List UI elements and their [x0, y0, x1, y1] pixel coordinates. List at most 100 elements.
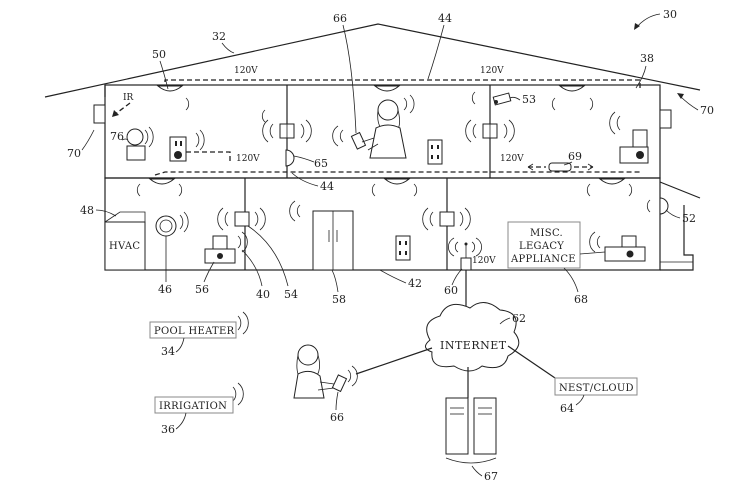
server-icon	[445, 397, 469, 455]
ref-44-upper: 44	[438, 12, 452, 25]
ref-76: 76	[110, 130, 124, 143]
thermostat-icon	[155, 215, 177, 237]
ref-53: 53	[522, 93, 536, 106]
security-camera	[492, 92, 512, 106]
pool-heater-label: POOL HEATER	[154, 326, 235, 337]
legacy-appliance-box	[507, 221, 581, 269]
voltage-label: 120V	[234, 66, 258, 76]
ceiling-light-icon	[156, 85, 184, 92]
ref-66-lower: 66	[330, 411, 344, 424]
person-body-icon	[293, 370, 325, 399]
smart-plug-69	[527, 162, 594, 172]
phone-link	[355, 347, 433, 375]
outlet-lower-right	[604, 235, 646, 262]
outlet-icon	[632, 129, 648, 149]
smart-plug-icon	[174, 151, 182, 159]
sensor-icon	[234, 211, 250, 227]
server-icon	[473, 397, 497, 455]
ref-67: 67	[484, 470, 498, 483]
ref-70-right: 70	[700, 104, 714, 117]
ref-30: 30	[663, 8, 677, 21]
ceiling-light-icon	[558, 85, 586, 92]
voltage-label: 120V	[236, 154, 260, 164]
ref-56: 56	[195, 283, 209, 296]
router-icon	[460, 257, 472, 271]
nest-cloud-label: NEST/CLOUD	[559, 383, 634, 394]
outlet-lower	[204, 235, 236, 264]
irrigation: IRRIGATION	[154, 396, 234, 414]
ref-66-upper: 66	[333, 12, 347, 25]
upper-wiring	[164, 79, 641, 90]
ref-46: 46	[158, 283, 172, 296]
nest-cloud: NEST/CLOUD	[554, 377, 638, 396]
reference-numerals: 30 32 50 66 44 38 53 70 70 76 65 69 44 4…	[67, 8, 714, 483]
ref-44-lower: 44	[320, 180, 334, 193]
voltage-label: 120V	[480, 66, 504, 76]
hvac-unit: HVAC	[104, 211, 146, 271]
hvac-box	[104, 221, 146, 271]
ref-58: 58	[332, 293, 346, 306]
legacy-label-1: MISC.	[530, 228, 563, 239]
internet-label: INTERNET	[440, 339, 507, 352]
ceiling-lights	[148, 85, 626, 185]
legacy-label-2: LEGACY	[519, 241, 564, 252]
legacy-appliance: MISC. LEGACY APPLIANCE	[507, 221, 606, 269]
wiring	[154, 79, 641, 176]
irrigation-label: IRRIGATION	[159, 401, 227, 412]
ir-label: IR	[123, 93, 134, 103]
nest-link	[507, 345, 559, 381]
outlet-lower-mid	[395, 235, 411, 261]
sensor-icon	[439, 211, 455, 227]
ref-48: 48	[80, 204, 94, 217]
hvac-label: HVAC	[109, 241, 140, 252]
person-head-icon	[297, 344, 319, 366]
router	[460, 242, 472, 271]
refrigerator	[312, 210, 354, 271]
sensor-lower-2	[439, 211, 455, 227]
appliance-box-icon	[604, 246, 646, 262]
mid-wiring	[154, 171, 640, 176]
smart-plug-icon	[217, 253, 223, 259]
smart-plug-icon	[636, 151, 644, 159]
nest-cloud-box	[554, 377, 638, 396]
person-body-icon	[369, 124, 407, 159]
outlet-slot-icon	[180, 141, 182, 146]
ref-54: 54	[284, 288, 298, 301]
ref-36: 36	[161, 423, 175, 436]
irrigation-box	[154, 396, 234, 414]
garage-roof	[659, 181, 701, 199]
ref-60: 60	[444, 284, 458, 297]
pool-heater-box	[149, 321, 237, 339]
person-head-icon	[377, 99, 399, 121]
cloud-icon	[425, 302, 520, 372]
appliance-box-icon	[619, 146, 649, 164]
ref-52: 52	[682, 212, 696, 225]
ref-38: 38	[640, 52, 654, 65]
sensor-lower-1	[234, 211, 250, 227]
ref-69: 69	[568, 150, 582, 163]
exterior-hazard-icon	[659, 197, 669, 215]
thermostat-upper	[126, 128, 146, 161]
pool-heater: POOL HEATER	[149, 321, 237, 339]
outlet-upper-mid	[427, 139, 443, 165]
outlet-upper-right	[619, 129, 649, 164]
ref-62: 62	[512, 312, 526, 325]
voltage-label: 120V	[472, 256, 496, 266]
legacy-label-3: APPLIANCE	[510, 254, 576, 265]
sensor-upper-1	[279, 123, 295, 139]
ref-42: 42	[408, 277, 422, 290]
thermostat-upper-icon	[126, 128, 144, 146]
thermostat-lower	[155, 215, 177, 237]
ceiling-light-icon	[383, 178, 411, 185]
thermostat-base-icon	[126, 145, 146, 161]
internet-cloud: INTERNET	[425, 302, 520, 372]
ref-50: 50	[152, 48, 166, 61]
outlet-icon	[212, 235, 228, 251]
person-lower	[293, 344, 348, 399]
outlet-icon	[395, 235, 411, 261]
outlet-upper-left	[169, 136, 187, 162]
ref-64: 64	[560, 402, 574, 415]
person-upper	[350, 99, 407, 159]
outlet-slot-icon	[175, 141, 177, 146]
